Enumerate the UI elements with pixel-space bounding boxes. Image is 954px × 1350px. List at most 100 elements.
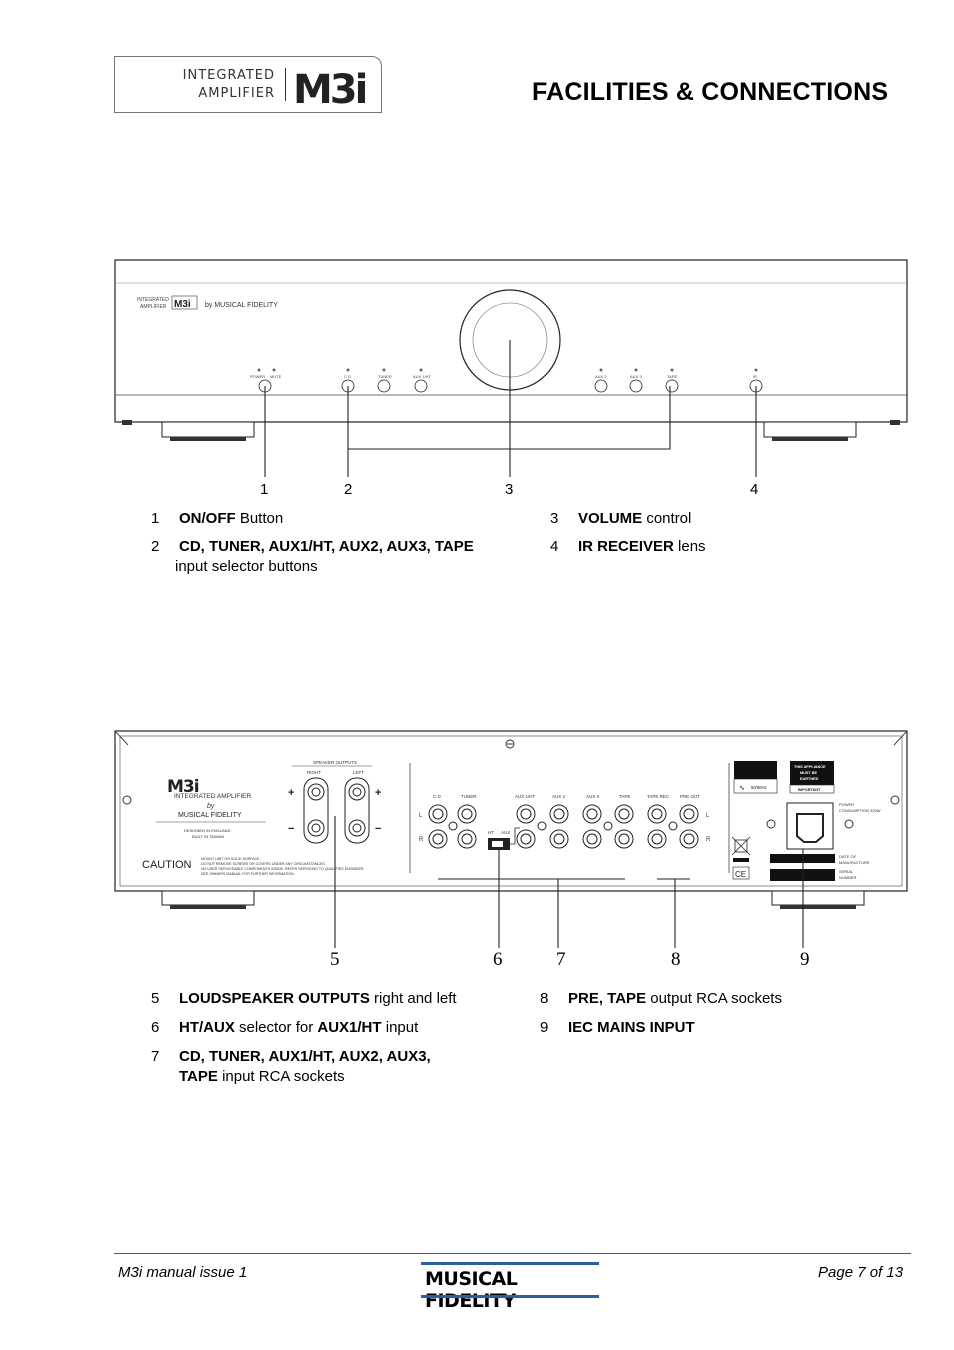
rear-integrated: INTEGRATED AMPLIFIER — [174, 793, 251, 800]
rear-item-7-line2-bold: TAPE — [179, 1068, 218, 1085]
front-logo-model: M3i — [174, 299, 191, 310]
rear-foot-left — [161, 890, 255, 906]
logo-model-mark: M3i — [293, 67, 369, 111]
caution-line-1: MOUNT UNIT ON SOLID SURFACE. — [201, 857, 261, 861]
callout-8: 8 — [671, 949, 681, 970]
weee-icon — [731, 836, 751, 856]
rear-item-8-num: 8 — [540, 990, 549, 1007]
label-ir: IR — [753, 374, 757, 379]
rear-item-9-bold: IEC MAINS INPUT — [568, 1019, 695, 1036]
earthed-line-1: THIS APPLIANCE — [794, 765, 826, 769]
front-foot-left — [161, 421, 255, 438]
rear-item-6-rest: selector for — [234, 1019, 318, 1036]
rating-plate-black — [734, 761, 777, 779]
callout-6: 6 — [493, 949, 503, 970]
front-item-3-num: 3 — [550, 510, 559, 527]
front-logo-line1: INTEGRATED — [137, 297, 169, 303]
front-item-4-bold: IR RECEIVER — [578, 538, 674, 555]
callout-1: 1 — [260, 481, 269, 498]
page-title: FACILITIES & CONNECTIONS — [532, 78, 889, 106]
caution-line-4: SEE OWNERS MANUAL FOR FURTHER INFORMATIO… — [201, 872, 295, 876]
rca-label-cd: C.D — [433, 794, 442, 799]
rear-item-8-bold: PRE, TAPE — [568, 990, 647, 1007]
front-item-2-num: 2 — [151, 538, 160, 555]
date-label-1: DATE OF — [839, 854, 857, 859]
rear-item-6-bold2: AUX1/HT — [317, 1019, 382, 1036]
freq-label: 50/60Hz — [751, 785, 767, 790]
footer-rule — [114, 1253, 911, 1254]
speaker-right-label: RIGHT — [307, 770, 321, 775]
front-item-2-bold: CD, TUNER, AUX1/HT, AUX2, AUX3, TAPE — [179, 538, 474, 555]
rca-l-left: L — [419, 813, 423, 819]
rear-by: by — [207, 803, 215, 810]
ht-label: HT — [488, 830, 494, 835]
rca-label-aux2: AUX 2 — [552, 794, 566, 799]
rear-item-6-rest2: input — [381, 1019, 419, 1036]
callout-9: 9 — [800, 949, 810, 970]
front-logo-line2: AMPLIFIER — [140, 304, 167, 310]
front-foot-right — [763, 421, 857, 438]
aux2-button[interactable] — [594, 379, 608, 393]
front-item-1-bold: ON/OFF — [179, 510, 236, 527]
label-tuner: TUNER — [378, 374, 392, 379]
rear-caution: CAUTION — [142, 859, 192, 871]
rear-item-7-bold: CD, TUNER, AUX1/HT, AUX2, AUX3, — [179, 1048, 431, 1065]
front-logo-brand: by MUSICAL FIDELITY — [205, 302, 278, 309]
logo-line-1: INTEGRATED — [182, 68, 275, 83]
plus-right: + — [288, 787, 294, 799]
footer-manual-issue: M3i manual issue 1 — [118, 1264, 248, 1281]
minus-left: − — [375, 823, 381, 835]
front-item-1-num: 1 — [151, 510, 160, 527]
rear-panel-diagram: M3i INTEGRATED AMPLIFIER by MUSICAL FIDE… — [114, 730, 908, 948]
label-cd: C D — [344, 374, 351, 379]
footer-brand-logo: MUSICAL FIDELITY — [421, 1262, 599, 1312]
rear-panel-outline — [114, 730, 908, 892]
serial-label-1: SERIAL — [839, 869, 854, 874]
speaker-terminal-left[interactable] — [344, 777, 370, 844]
rear-item-9-num: 9 — [540, 1019, 549, 1036]
rear-item-7-num: 7 — [151, 1048, 160, 1065]
label-aux2: AUX 2 — [595, 374, 607, 379]
logo-line-2: AMPLIFIER — [198, 86, 275, 101]
aux1-button[interactable] — [414, 379, 428, 393]
tape-button[interactable] — [665, 379, 679, 393]
rca-sockets[interactable] — [428, 804, 699, 849]
front-panel-outline — [114, 259, 908, 423]
rear-item-7-line2-rest: input RCA sockets — [217, 1068, 345, 1085]
aux3-button[interactable] — [629, 379, 643, 393]
rca-label-tape: TAPE — [619, 794, 630, 799]
label-aux3: AUX 3 — [630, 374, 642, 379]
front-panel-diagram: INTEGRATED AMPLIFIER M3i by MUSICAL FIDE… — [114, 259, 908, 477]
callout-3: 3 — [505, 481, 514, 498]
rca-label-tape-rec: TAPE REC — [647, 794, 670, 799]
rear-item-6-bold: HT/AUX — [179, 1019, 235, 1036]
speaker-outputs-label: SPEAKER OUTPUTS — [313, 760, 357, 765]
rear-item-6-num: 6 — [151, 1019, 160, 1036]
svg-text:∿: ∿ — [739, 785, 745, 792]
important-label: IMPORTANT — [798, 788, 821, 792]
earth-warning-plate — [790, 761, 834, 785]
front-item-2-rest: input selector buttons — [175, 558, 318, 575]
rear-built: BUILT IN TAIWAN — [192, 834, 224, 839]
header-logo: INTEGRATED AMPLIFIER M3i — [114, 56, 382, 113]
rca-l-right: L — [706, 813, 710, 819]
rca-r-right: R — [706, 837, 711, 843]
rear-foot-right — [771, 890, 865, 906]
tuner-button[interactable] — [377, 379, 391, 393]
rear-item-5-bold: LOUDSPEAKER OUTPUTS — [179, 990, 370, 1007]
rear-brand: MUSICAL FIDELITY — [178, 812, 242, 819]
label-mute: MUTE — [270, 374, 282, 379]
plus-left: + — [375, 787, 381, 799]
power-label-2: CONSUMPTION 320W — [839, 808, 881, 813]
front-item-3-bold: VOLUME — [578, 510, 643, 527]
earthed-line-2: MUST BE — [800, 771, 818, 775]
minus-right: − — [288, 823, 294, 835]
callout-7: 7 — [556, 949, 566, 970]
rear-item-5-rest: right and left — [369, 990, 457, 1007]
logo-divider — [285, 68, 286, 101]
rca-label-aux1: AUX 1/HT — [515, 794, 536, 799]
ce-text: CE — [735, 870, 746, 879]
front-item-4-num: 4 — [550, 538, 559, 555]
speaker-terminal-right[interactable] — [303, 777, 329, 844]
power-label-1: POWER — [839, 802, 854, 807]
